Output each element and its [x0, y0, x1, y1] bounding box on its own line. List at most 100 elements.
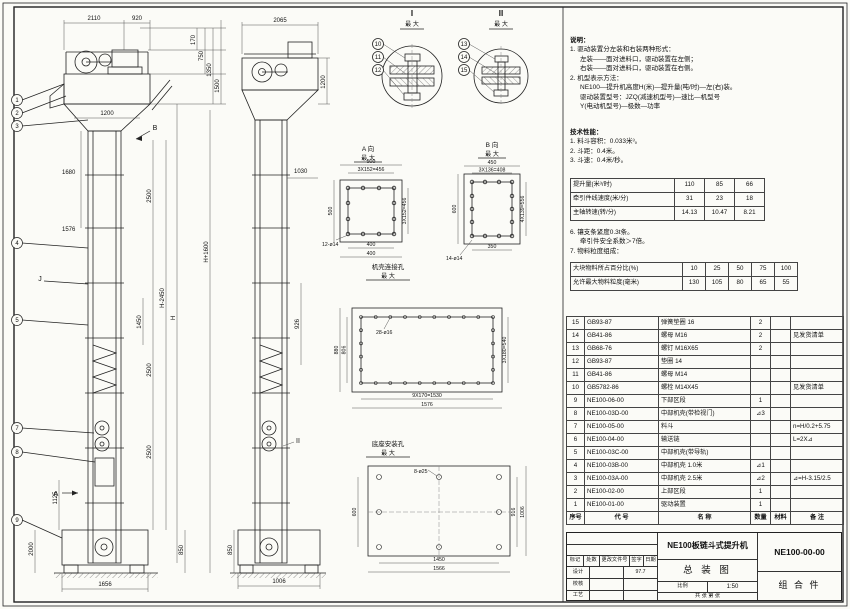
bolt-head [494, 55, 509, 63]
notes-block: 说明： 1. 驱动装置分左装和右装两种形式： 左装——面对进料口，驱动装置在左侧… [570, 36, 840, 111]
rev-header: 签字 [629, 555, 643, 566]
balloon: 10 [375, 42, 382, 48]
side-view-dimensions [233, 22, 330, 589]
sign-row: 工艺 [567, 590, 657, 600]
tech-notes-block: 6. 镶支条紧度0.3t条。 牵引件安全系数＞7倍。 7. 物料粒度组成： [570, 228, 840, 256]
bolt-head [404, 53, 421, 62]
dim-label: 850 [179, 544, 185, 555]
view-max-label: 最 大 [381, 272, 395, 280]
view-B-labels: B 向 最 大 450 3X136=408 600 4X139=556 350 … [446, 140, 526, 262]
view-max-label: 最 大 [361, 154, 375, 162]
dim-label: 926 [295, 318, 301, 329]
sign-value [589, 566, 623, 578]
dim-label: 1450 [137, 315, 143, 329]
boot-section [61, 529, 149, 566]
dim-label: 750 [199, 50, 205, 61]
dim-label: 1125 [53, 491, 59, 505]
sign-row: 设计 97.7 [567, 566, 657, 578]
dim-label: H+1600 [204, 241, 210, 263]
note-line: 驱动装置型号：JZQ(减速机型号)—速比—机型号 [580, 93, 721, 101]
casing-flange-labels: 机壳连接孔 最 大 880 806 3X180=540 9X170=1530 1… [334, 262, 508, 408]
head-funnel-side [241, 89, 319, 121]
dim-label: 1656 [98, 582, 112, 588]
dim-label: 2000 [29, 542, 35, 556]
detail-label: I [411, 9, 413, 18]
sign-label: 工艺 [567, 590, 589, 600]
note-line: NE100—提升机高度H(米)—提升量(吨/时)—左(右)装。 [580, 84, 737, 92]
rev-header: 更改文件号 [599, 555, 629, 566]
view-max-label: 最 大 [381, 449, 395, 457]
dim-label: 1566 [433, 566, 445, 572]
tech-item: 1. 料斗容积：0.033米³。 [570, 138, 642, 146]
discharge-spout [49, 83, 65, 109]
notes-heading: 说明： [570, 37, 590, 44]
head-housing [63, 73, 151, 105]
hole-callout: 8-ø25 [414, 469, 428, 475]
dim-label: 600 [352, 508, 358, 517]
base-mounting-dimensions [357, 466, 527, 573]
dim-label: 500 [367, 159, 376, 165]
detail-I-labels: I 最 大 10 11 12 [375, 9, 419, 74]
dim-label: 2065 [273, 18, 287, 24]
balloon: 14 [461, 55, 468, 61]
base-mounting-labels: 底座安装孔 最 大 600 916 1006 1450 1566 8-ø25 [352, 439, 526, 572]
balloon: 12 [375, 68, 382, 74]
dim-label: 1576 [421, 402, 433, 408]
tech-heading: 技术性能： [570, 129, 603, 136]
dim-label: 1450 [433, 557, 445, 563]
flange-holes [359, 315, 495, 385]
detail-mark-ii: II [296, 438, 300, 445]
dim-label: 850 [228, 544, 234, 555]
title-block: 标记 处数 更改文件号 签字 日期 设计 97.7 校核 工艺 [566, 532, 842, 601]
elevator-side-view [230, 41, 326, 578]
right-panel: 说明： 1. 驱动装置分左装和右装两种形式： 左装——面对进料口，驱动装置在左侧… [566, 8, 844, 601]
section-mark-j: J [38, 276, 42, 283]
balloon: 9 [15, 518, 19, 524]
view-label: 底座安装孔 [372, 439, 405, 448]
dim-label: 806 [342, 346, 348, 355]
front-view-dim-labels: 2110 920 170 750 1350 1500 1200 1680 157… [29, 16, 221, 588]
sign-value [589, 590, 623, 600]
head-housing-side [241, 57, 319, 91]
tech-note: 牵引件安全系数＞7倍。 [580, 238, 649, 246]
dim-label: 2500 [147, 445, 153, 459]
title-zone: NE100板链斗式提升机 总 装 图 比例 1:50 共 张 第 张 [657, 533, 757, 600]
note-line: 2. 机型表示方法： [570, 74, 623, 82]
detail-max-label: 最 大 [494, 20, 508, 28]
dim-label: 916 [511, 508, 517, 517]
dim-label: 350 [488, 244, 497, 250]
side-view-dim-labels: 2065 1200 1030 926 850 1006 II [228, 18, 327, 585]
bom-header: 代 号 [584, 511, 659, 525]
balloon: 3 [15, 124, 19, 130]
hole-callout: 14-ø14 [446, 256, 463, 262]
balloon: 4 [15, 241, 19, 247]
dim-label: 1006 [272, 579, 286, 585]
dim-label: 9X170=1530 [412, 393, 442, 399]
anchor-holes [376, 474, 502, 550]
balloon: 1 [15, 98, 19, 104]
part-type: 组 合 件 [758, 571, 841, 600]
sheet-count: 共 张 第 张 [658, 592, 757, 600]
note-line: 左装——面对进料口，驱动装置在左侧； [580, 55, 697, 63]
rev-header: 标记 [567, 555, 583, 566]
bom-header: 备 注 [790, 511, 844, 525]
bom-header: 数量 [750, 511, 771, 525]
